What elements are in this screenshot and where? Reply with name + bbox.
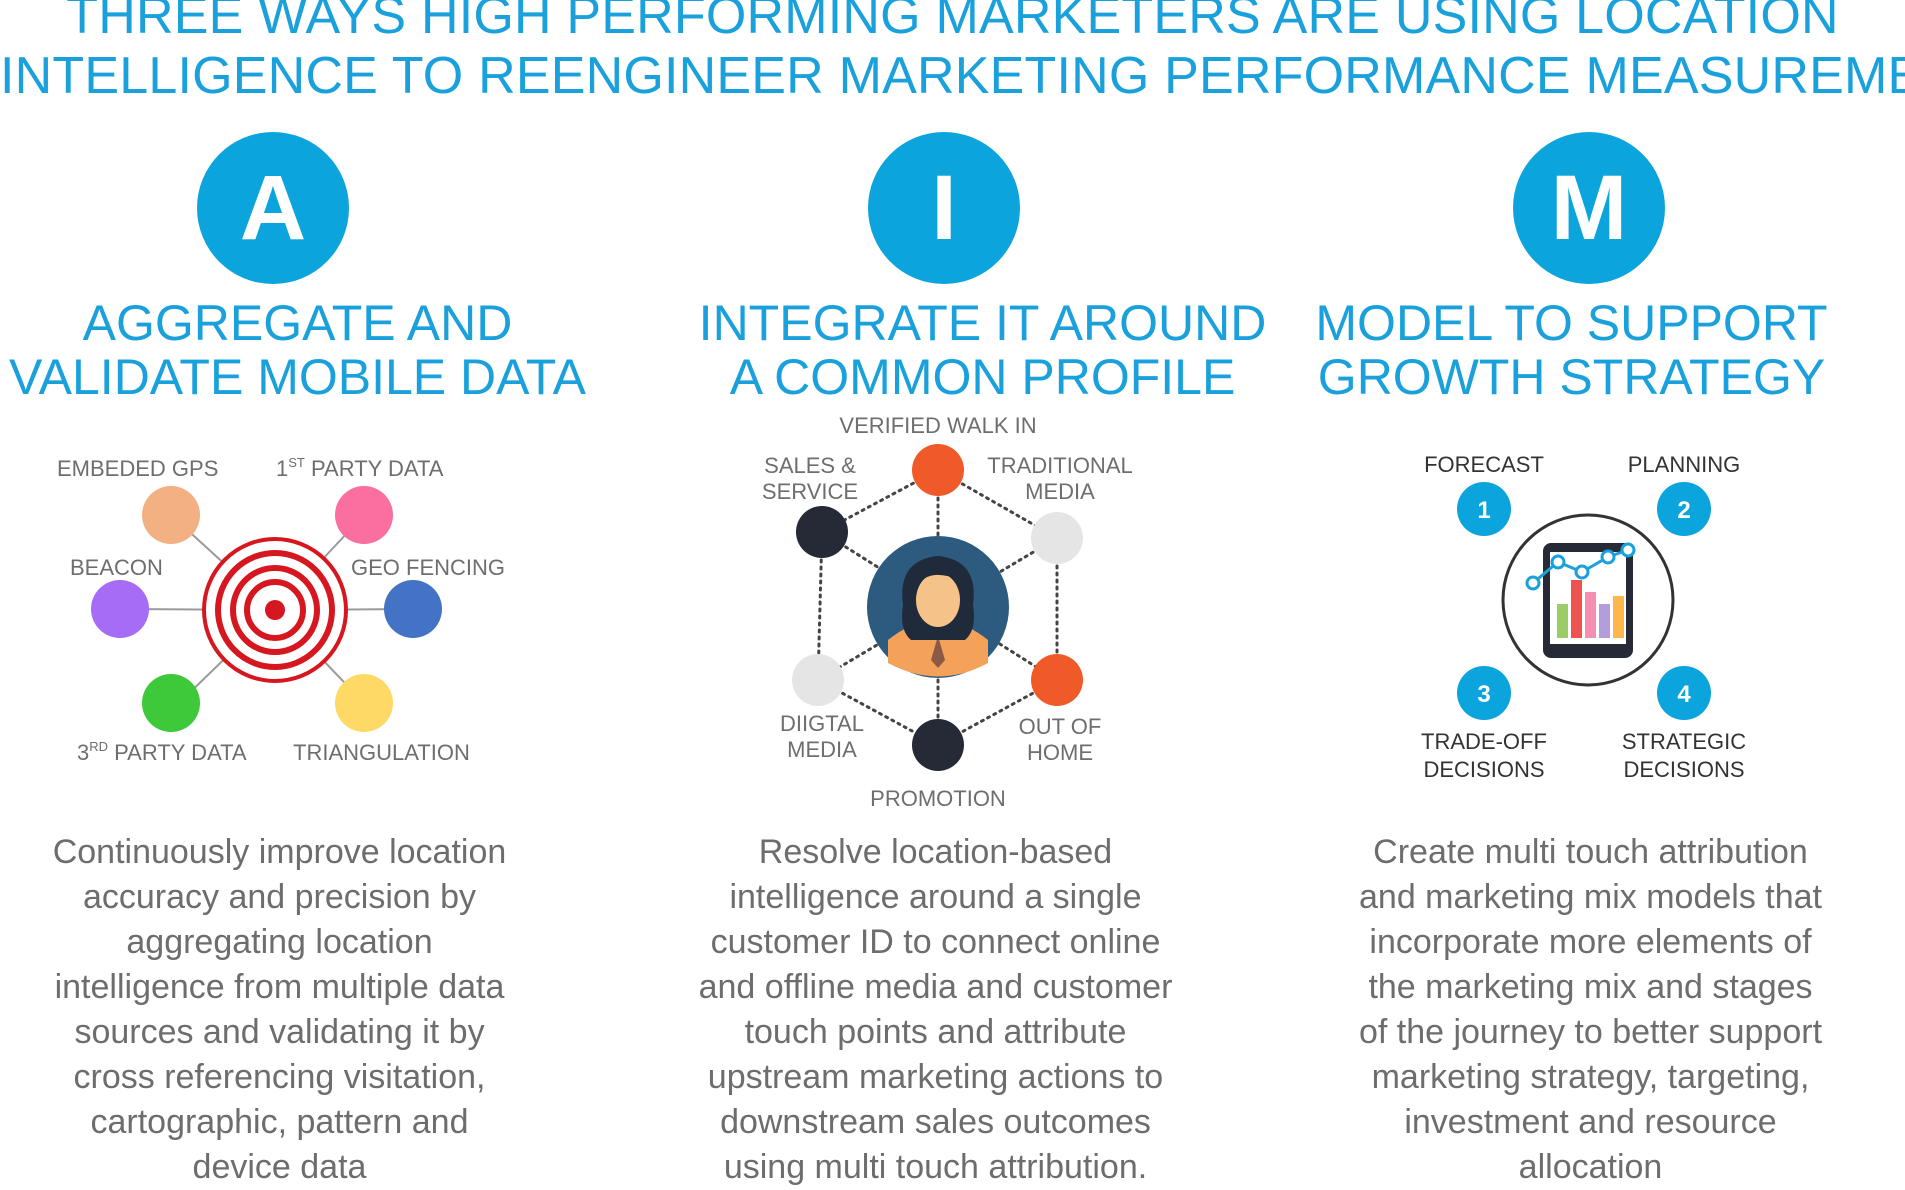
- description-model: Create multi touch attribution and market…: [1273, 830, 1905, 1190]
- label-strategic-line-2: DECISIONS: [1623, 757, 1744, 782]
- section-heading-aggregate: AGGREGATE AND VALIDATE MOBILE DATA: [0, 296, 615, 404]
- node-triangulation: [335, 674, 393, 732]
- description-line: upstream marketing actions to: [707, 1058, 1164, 1096]
- node-geo-fencing: [384, 580, 442, 638]
- step-badge-2: [1657, 482, 1711, 536]
- node-traditional-media: [1031, 512, 1083, 564]
- step-number-3: 3: [1477, 681, 1490, 708]
- node-third-party-data: [142, 674, 200, 732]
- section-aggregate: A AGGREGATE AND VALIDATE MOBILE DATA EMB…: [0, 0, 635, 1190]
- letter-badge-a: A: [197, 132, 349, 284]
- description-line: Continuously improve location: [52, 833, 507, 871]
- description-aggregate: Continuously improve location accuracy an…: [0, 830, 597, 1190]
- description-line: and marketing mix models that: [1359, 878, 1822, 916]
- label-sales-service-line-1: SALES &: [764, 453, 856, 478]
- heading-line-2: A COMMON PROFILE: [729, 349, 1236, 405]
- description-line: device data: [192, 1148, 367, 1186]
- description-line: cross referencing visitation,: [73, 1058, 486, 1096]
- growth-model-diagram: 1 2 3 4 FORECAST PLANNING TRADE-OFF DECI…: [1421, 452, 1746, 782]
- node-digital-media: [792, 654, 844, 706]
- section-heading-model: MODEL TO SUPPORT GROWTH STRATEGY: [1254, 296, 1889, 404]
- section-model: M MODEL TO SUPPORT GROWTH STRATEGY 1 2 3: [1270, 0, 1905, 1190]
- description-line: downstream sales outcomes: [720, 1103, 1151, 1141]
- description-line: cartographic, pattern and: [90, 1103, 469, 1141]
- description-line: and offline media and customer: [698, 968, 1173, 1006]
- label-planning: PLANNING: [1628, 452, 1740, 477]
- description-line: sources and validating it by: [74, 1013, 485, 1051]
- step-badge-4: [1657, 666, 1711, 720]
- step-number-2: 2: [1677, 497, 1690, 524]
- description-line: allocation: [1518, 1148, 1663, 1186]
- node-first-party-data: [335, 486, 393, 544]
- target-icon: [202, 537, 348, 683]
- label-first-party-data: 1ST PARTY DATA: [276, 455, 444, 481]
- section-heading-integrate: INTEGRATE IT AROUND A COMMON PROFILE: [665, 296, 1300, 404]
- node-beacon: [91, 580, 149, 638]
- heading-line-2: GROWTH STRATEGY: [1317, 349, 1826, 405]
- customer-profile-icon: [867, 536, 1009, 678]
- node-out-of-home: [1031, 654, 1083, 706]
- label-out-of-home-line-2: HOME: [1027, 740, 1093, 765]
- step-number-1: 1: [1477, 497, 1490, 524]
- node-promotion: [912, 719, 964, 771]
- label-third-party-data: 3RD PARTY DATA: [77, 739, 247, 765]
- profile-network-diagram: VERIFIED WALK IN SALES & SERVICE TRADITI…: [762, 413, 1133, 811]
- title-line-1: THREE WAYS HIGH PERFORMING MARKETERS ARE…: [66, 0, 1839, 45]
- node-embeded-gps: [142, 486, 200, 544]
- description-line: intelligence around a single: [729, 878, 1142, 916]
- label-beacon: BEACON: [70, 555, 163, 580]
- description-line: marketing strategy, targeting,: [1371, 1058, 1810, 1096]
- description-line: Create multi touch attribution: [1373, 833, 1808, 871]
- node-sales-service: [796, 506, 848, 558]
- data-sources-diagram: EMBEDED GPS 1ST PARTY DATA BEACON GEO FE…: [57, 455, 505, 765]
- label-tradeoff-line-2: DECISIONS: [1423, 757, 1544, 782]
- letter-badge-m: M: [1513, 132, 1665, 284]
- description-line: intelligence from multiple data: [54, 968, 505, 1006]
- description-line: aggregating location: [126, 923, 433, 961]
- label-traditional-media-line-2: MEDIA: [1025, 479, 1095, 504]
- description-line: touch points and attribute: [744, 1013, 1127, 1051]
- section-integrate: I INTEGRATE IT AROUND A COMMON PROFILE: [635, 0, 1270, 1190]
- description-line: accuracy and precision by: [82, 878, 477, 916]
- tablet-chart-icon: [1501, 513, 1675, 687]
- label-verified-walk-in: VERIFIED WALK IN: [839, 413, 1036, 438]
- label-embeded-gps: EMBEDED GPS: [57, 456, 218, 481]
- description-line: of the journey to better support: [1358, 1013, 1823, 1051]
- title-line-2: INTELLIGENCE TO REENGINEER MARKETING PER…: [0, 47, 1905, 105]
- description-line: incorporate more elements of: [1369, 923, 1812, 961]
- heading-line-2: VALIDATE MOBILE DATA: [9, 349, 586, 405]
- letter-badge-i: I: [868, 132, 1020, 284]
- description-line: Resolve location-based: [758, 833, 1113, 871]
- step-badge-1: [1457, 482, 1511, 536]
- label-triangulation: TRIANGULATION: [293, 740, 470, 765]
- step-badge-3: [1457, 666, 1511, 720]
- heading-line-1: INTEGRATE IT AROUND: [698, 295, 1267, 351]
- step-number-4: 4: [1677, 681, 1691, 708]
- label-promotion: PROMOTION: [870, 786, 1006, 811]
- heading-line-1: MODEL TO SUPPORT: [1315, 295, 1828, 351]
- label-sales-service-line-2: SERVICE: [762, 479, 858, 504]
- description-line: the marketing mix and stages: [1368, 968, 1813, 1006]
- heading-line-1: AGGREGATE AND: [82, 295, 513, 351]
- label-digital-media-line-2: MEDIA: [787, 737, 857, 762]
- page-title: THREE WAYS HIGH PERFORMING MARKETERS ARE…: [0, 0, 1905, 106]
- label-geo-fencing: GEO FENCING: [351, 555, 505, 580]
- description-integrate: Resolve location-based intelligence aroun…: [618, 830, 1253, 1190]
- label-forecast: FORECAST: [1424, 452, 1544, 477]
- description-line: investment and resource: [1404, 1103, 1777, 1141]
- node-verified-walk-in: [912, 444, 964, 496]
- label-digital-media-line-1: DIIGTAL: [780, 711, 864, 736]
- label-tradeoff-line-1: TRADE-OFF: [1421, 729, 1547, 754]
- label-traditional-media-line-1: TRADITIONAL: [987, 453, 1132, 478]
- label-out-of-home-line-1: OUT OF: [1019, 714, 1102, 739]
- label-strategic-line-1: STRATEGIC: [1622, 729, 1746, 754]
- description-line: customer ID to connect online: [710, 923, 1161, 961]
- description-line: using multi touch attribution.: [723, 1148, 1148, 1186]
